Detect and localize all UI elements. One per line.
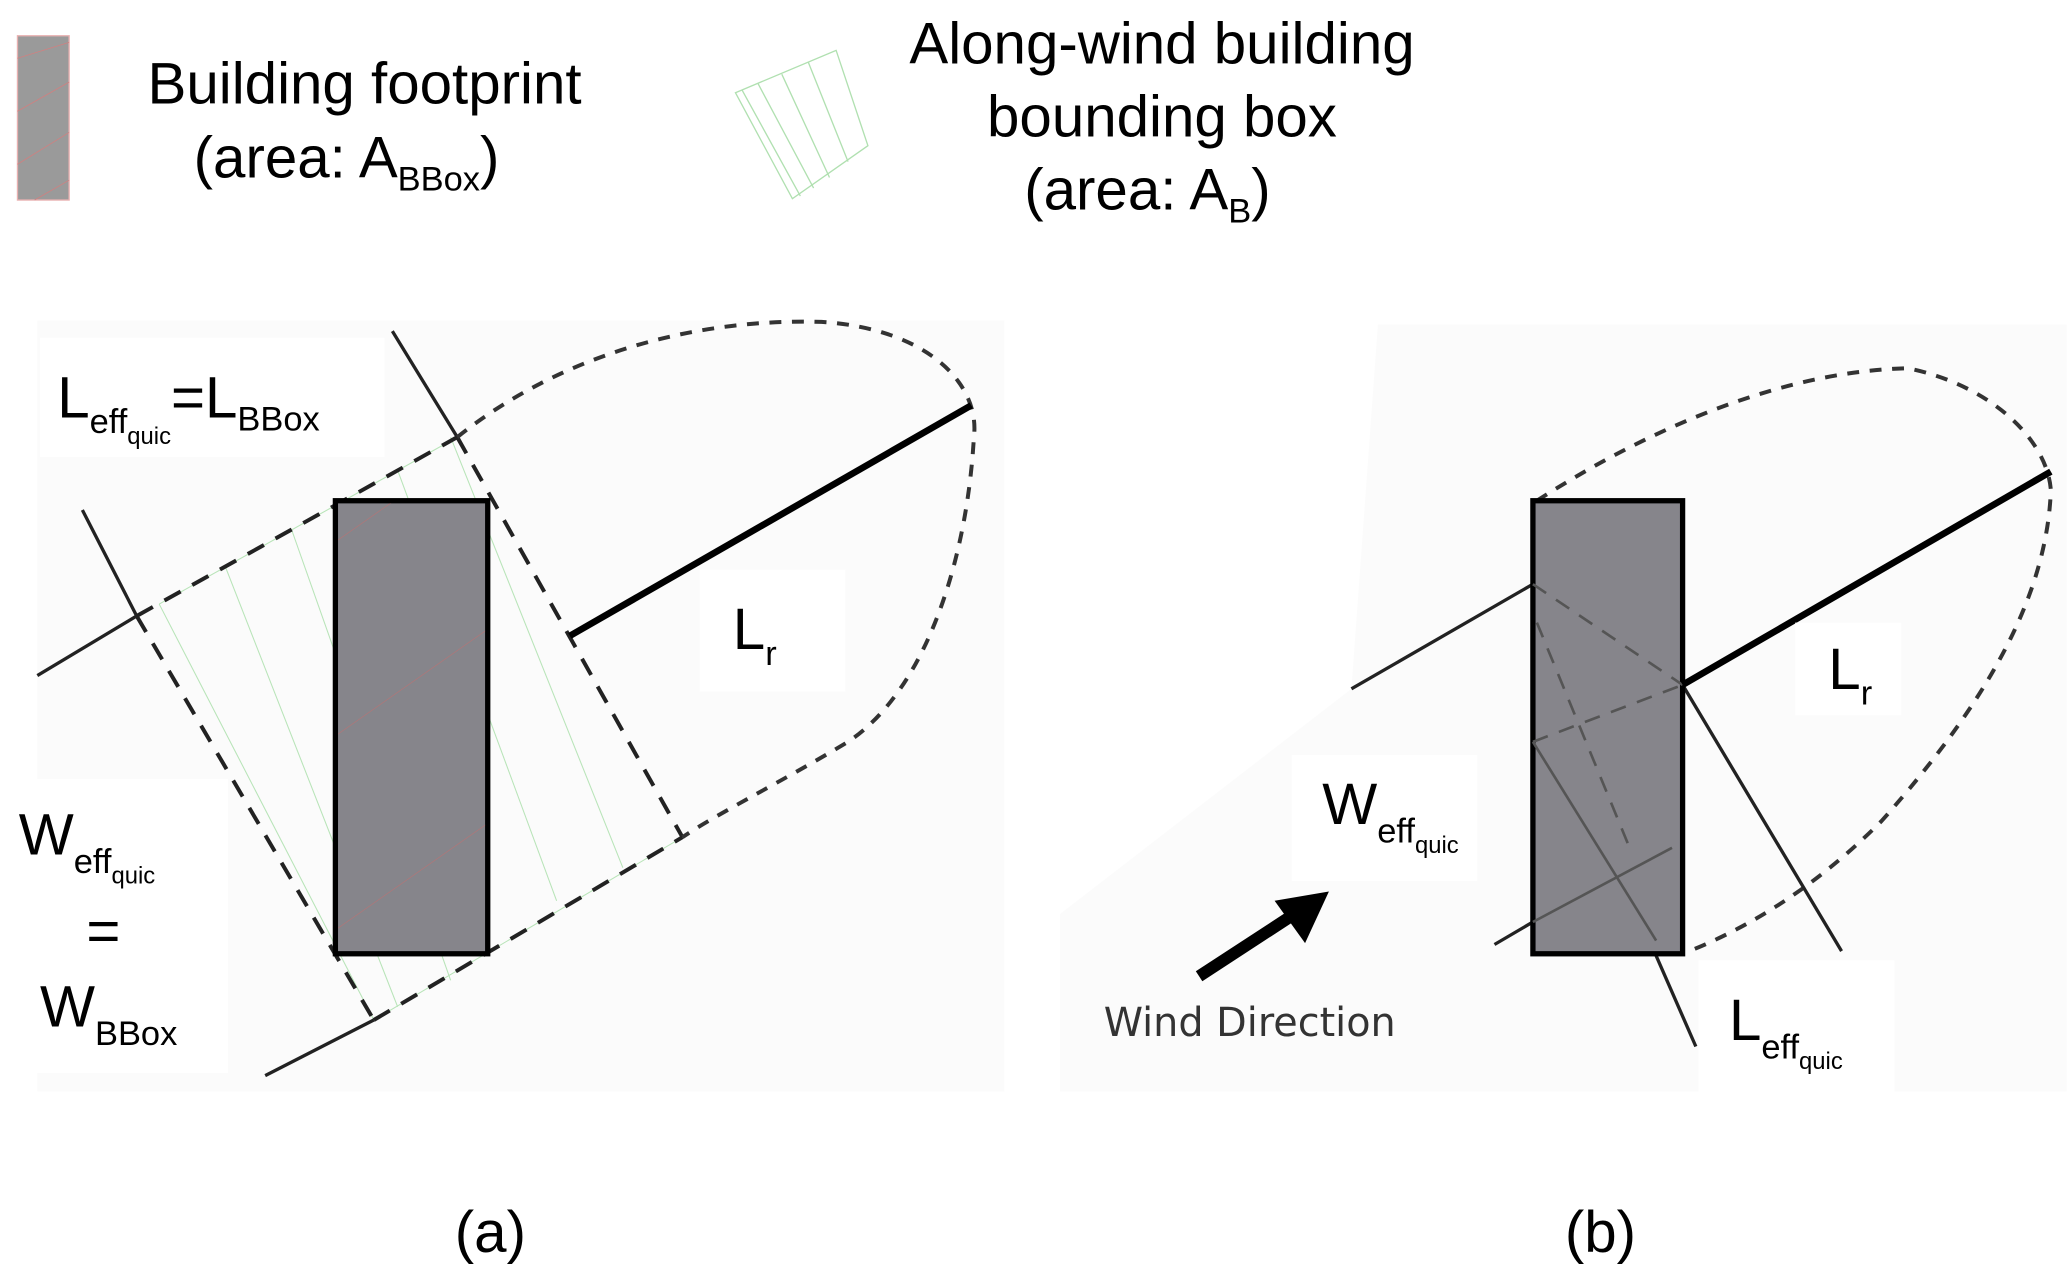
caption-a: (a) [455, 1200, 526, 1265]
lr-label: Lr [733, 597, 777, 673]
bbox-swatch [734, 49, 869, 200]
guide-lines [36, 330, 459, 1078]
panel-b: Lr Weffquic Wind Direction Leffquic (b) [1059, 324, 2067, 1265]
wake-cavity [456, 319, 977, 839]
building-footprint [1530, 498, 1686, 957]
leff-label: Leffquic [1729, 988, 1843, 1075]
bbox-legend-line2: bounding box [987, 84, 1337, 149]
lr-line [1680, 468, 2053, 688]
leff-eq-lbbox-label: Leffquic=LBBox [57, 365, 320, 449]
footprint-legend-line1: Building footprint [148, 51, 582, 116]
weff-label: Weffquic [1322, 772, 1458, 859]
panel-a: Leffquic=LBBox Lr Weffquic = WBBox (a) [0, 319, 1005, 1265]
footprint-swatch [16, 35, 70, 201]
bbox-legend-line3: (area: AB) [1024, 157, 1270, 230]
footprint-legend-line2: (area: ABBox) [194, 126, 500, 199]
wind-direction-arrow-icon [1195, 891, 1329, 982]
wake-cavity [1535, 366, 2053, 953]
caption-b: (b) [1565, 1200, 1636, 1265]
legend: Building footprint (area: ABBox) Along-w… [16, 12, 1415, 231]
lr-line [568, 402, 973, 639]
lr-label: Lr [1828, 637, 1872, 713]
equals-sign: = [86, 899, 120, 964]
weff-label: Weffquic [19, 802, 155, 889]
wbbox-label: WBBox [40, 975, 177, 1054]
bbox-legend-line1: Along-wind building [909, 12, 1414, 77]
guide-lines [1350, 582, 1843, 1048]
wind-direction-label: Wind Direction [1104, 1000, 1396, 1046]
